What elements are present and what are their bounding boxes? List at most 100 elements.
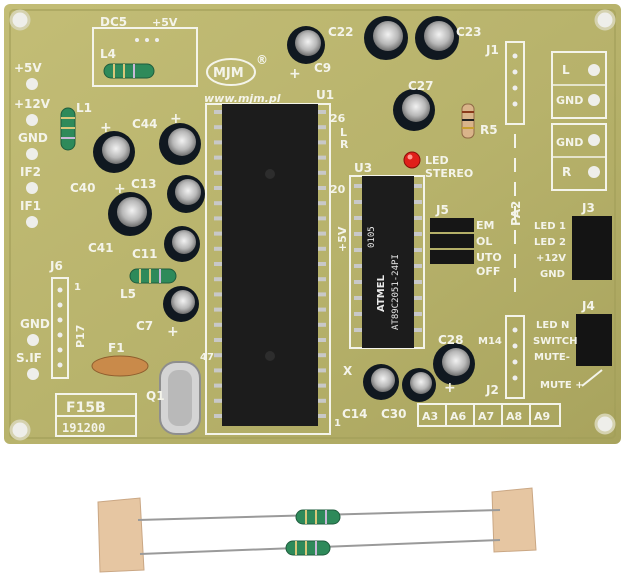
mute-plus-label: MUTE + (540, 380, 584, 391)
pad-label-gnd-l: GND (556, 94, 583, 107)
ic-pin (214, 368, 222, 373)
ic-pin (214, 140, 222, 145)
c30-label: C30 (381, 407, 407, 421)
ic-pin (318, 307, 326, 312)
pad-a8: A8 (506, 410, 522, 423)
u1-side-l: L (340, 126, 347, 139)
c41-plus: + (114, 181, 126, 197)
loose-inductor-1 (295, 509, 341, 525)
pad-label-if2: IF2 (20, 165, 41, 179)
m14-label: M14 (478, 336, 502, 347)
ic-pin (214, 322, 222, 327)
ic-pin (318, 140, 326, 145)
u3-brand: ATMEL (376, 274, 387, 312)
resistor-r5: R5 (461, 92, 498, 150)
ic-pin (354, 216, 362, 220)
j3-led1: LED 1 (534, 221, 566, 232)
u1-pin26: 26 (330, 112, 346, 125)
c11-label: C11 (132, 247, 158, 261)
j5-option-ol: OL (476, 235, 492, 248)
capacitor-c41: C41 + (88, 181, 152, 255)
ic-pin (414, 280, 422, 284)
brand-text: MJM (213, 66, 244, 81)
ic-pin (214, 414, 222, 418)
j1-label: J1 (485, 43, 499, 57)
q1-label: Q1 (146, 389, 165, 403)
ic-pin (318, 277, 326, 282)
ic-pin (318, 231, 326, 236)
ic-pin (318, 368, 326, 373)
ic-pin (414, 216, 422, 220)
connector-j4: J4 LED N SWITCH MUTE- MUTE + (533, 299, 612, 391)
ic-pin (354, 280, 362, 284)
ic-pin (318, 262, 326, 266)
u1-side-r: R (340, 138, 349, 151)
j6-label: J6 (49, 259, 63, 273)
jumper-j5: J5 EM OL UTO OFF (430, 203, 502, 278)
inductor-l1: L1 (60, 96, 92, 160)
j3-gnd: GND (540, 269, 565, 280)
dc5-plus5v-label: +5V (152, 16, 178, 29)
output-pads-left: L GND (551, 51, 607, 119)
dc5-connector: DC5 +5V (92, 15, 198, 87)
ic-pin (214, 307, 222, 312)
capacitor-c40: C40 + (70, 120, 135, 195)
ic-pin (214, 170, 222, 175)
capacitor-c14: C14 X (342, 364, 399, 421)
c23-label: C23 (456, 25, 482, 39)
ic-pin (354, 264, 362, 268)
c14-label: C14 (342, 407, 368, 421)
j4-switch: SWITCH (533, 336, 577, 347)
ic-pin (318, 125, 326, 130)
capacitor-c11: C11 (132, 226, 200, 262)
connector-j2: M14 J2 (478, 315, 525, 399)
ic-pin (214, 353, 222, 358)
u1-plus5v: +5V (336, 226, 349, 252)
dc5-label: DC5 (100, 15, 127, 29)
ic-pin (318, 383, 326, 388)
l4-label: L4 (100, 47, 116, 61)
ic-pin (318, 170, 326, 175)
model-block: F15B 191200 (55, 393, 137, 437)
ic-pin (214, 338, 222, 342)
pad-label-gnd-r: GND (556, 136, 583, 149)
mounting-holes (9, 9, 616, 441)
capacitor-c7: C7 + (136, 286, 199, 340)
c14-cross: X (343, 364, 353, 378)
j3-12v: +12V (536, 253, 566, 264)
connector-j3: J3 LED 1 LED 2 +12V GND (534, 201, 612, 280)
ic-pin (414, 232, 422, 236)
pad-a6: A6 (450, 410, 467, 423)
ic-pin (354, 296, 362, 300)
c9-plus: + (289, 66, 301, 82)
u3-label: U3 (354, 161, 372, 175)
pad-a9: A9 (534, 410, 550, 423)
capacitor-c9: C9 + (287, 26, 331, 82)
j4-label: J4 (581, 299, 595, 313)
ic-pin (318, 155, 326, 160)
ic-pin (354, 312, 362, 316)
ic-pin (414, 312, 422, 316)
j6-pin1: 1 (74, 282, 81, 293)
u1-label: U1 (316, 88, 334, 102)
left-pads: +5V +12V GND IF2 IF1 (14, 61, 51, 228)
j5-option-uto: UTO (476, 251, 502, 264)
ic-pin (214, 110, 222, 114)
ic-pin (414, 296, 422, 300)
pad-label-5v: +5V (14, 61, 42, 75)
pad-label-sif: S.IF (16, 351, 42, 365)
j3-label: J3 (581, 201, 595, 215)
pad-label-r: R (562, 165, 571, 179)
pa2-label: PA2 (509, 201, 523, 226)
pad-label-if1: IF1 (20, 199, 41, 213)
fuse-f1: F1 (86, 341, 160, 377)
u1-pin20: 20 (330, 183, 346, 196)
ic-pin (214, 231, 222, 236)
connector-j1: J1 PA2 (485, 41, 525, 300)
ic-pin (414, 248, 422, 252)
bottom-pads: A3 A6 A7 A8 A9 (417, 403, 561, 427)
loose-inductors (97, 487, 537, 573)
c7-plus: + (167, 324, 179, 340)
ic-pin (318, 414, 326, 418)
ic-pin (318, 246, 326, 251)
